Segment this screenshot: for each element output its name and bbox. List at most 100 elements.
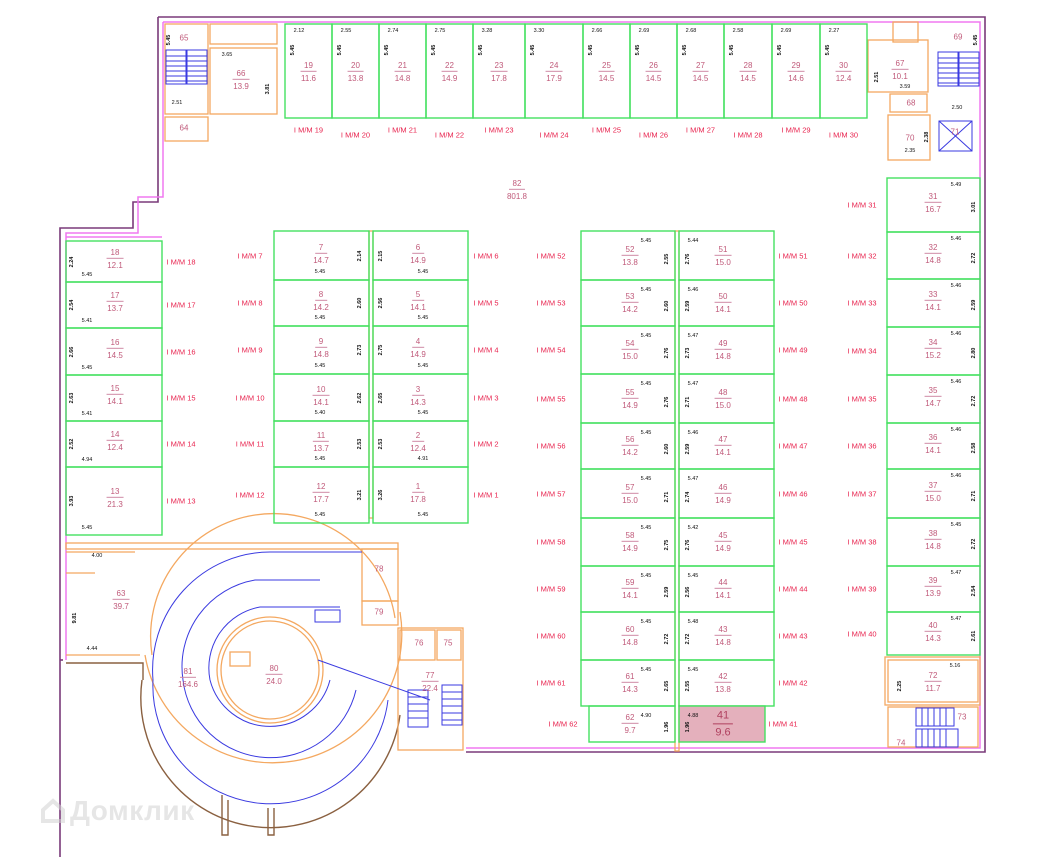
spot-label-61: I М/М 61 xyxy=(536,678,566,688)
spot-depth: 5.45 xyxy=(777,44,783,56)
spot-depth: 5.45 xyxy=(478,44,484,56)
room-number: 56 xyxy=(621,435,639,446)
spot-label-20: I М/М 20 xyxy=(340,130,371,140)
spot-depth: 4.91 xyxy=(417,456,429,462)
spot-width: 2.73 xyxy=(685,347,691,359)
spot-width: 2.72 xyxy=(971,395,977,407)
spot-label-8: I М/М 8 xyxy=(237,298,263,308)
spot-depth: 4.90 xyxy=(640,713,652,719)
spot-width: 2.62 xyxy=(357,392,363,403)
spot-label-51: I М/М 51 xyxy=(778,251,808,260)
service-room-64: 64 xyxy=(179,123,189,133)
room-area: 11.6 xyxy=(301,74,316,83)
room-area: 14.8 xyxy=(394,74,411,83)
room-area: 14.1 xyxy=(715,448,731,457)
spot-width: 3.21 xyxy=(357,489,363,501)
spot-depth: 5.45 xyxy=(640,573,652,579)
spot-label-25: I М/М 25 xyxy=(591,125,622,135)
dimension: 4.00 xyxy=(91,553,103,559)
room-area: 14.1 xyxy=(622,591,638,600)
spot-outline xyxy=(588,705,676,743)
room-number: 10 xyxy=(312,384,330,396)
spot-outline xyxy=(819,23,868,119)
highlighted-spot-41[interactable] xyxy=(678,705,766,743)
room-number: 9 xyxy=(314,337,328,348)
room-number: 66 xyxy=(232,69,250,80)
spot-depth: 5.45 xyxy=(640,476,652,482)
dimension: 5.45 xyxy=(973,34,979,46)
room-area: 9.7 xyxy=(624,726,636,735)
spot-label-10: I М/М 10 xyxy=(235,393,265,402)
